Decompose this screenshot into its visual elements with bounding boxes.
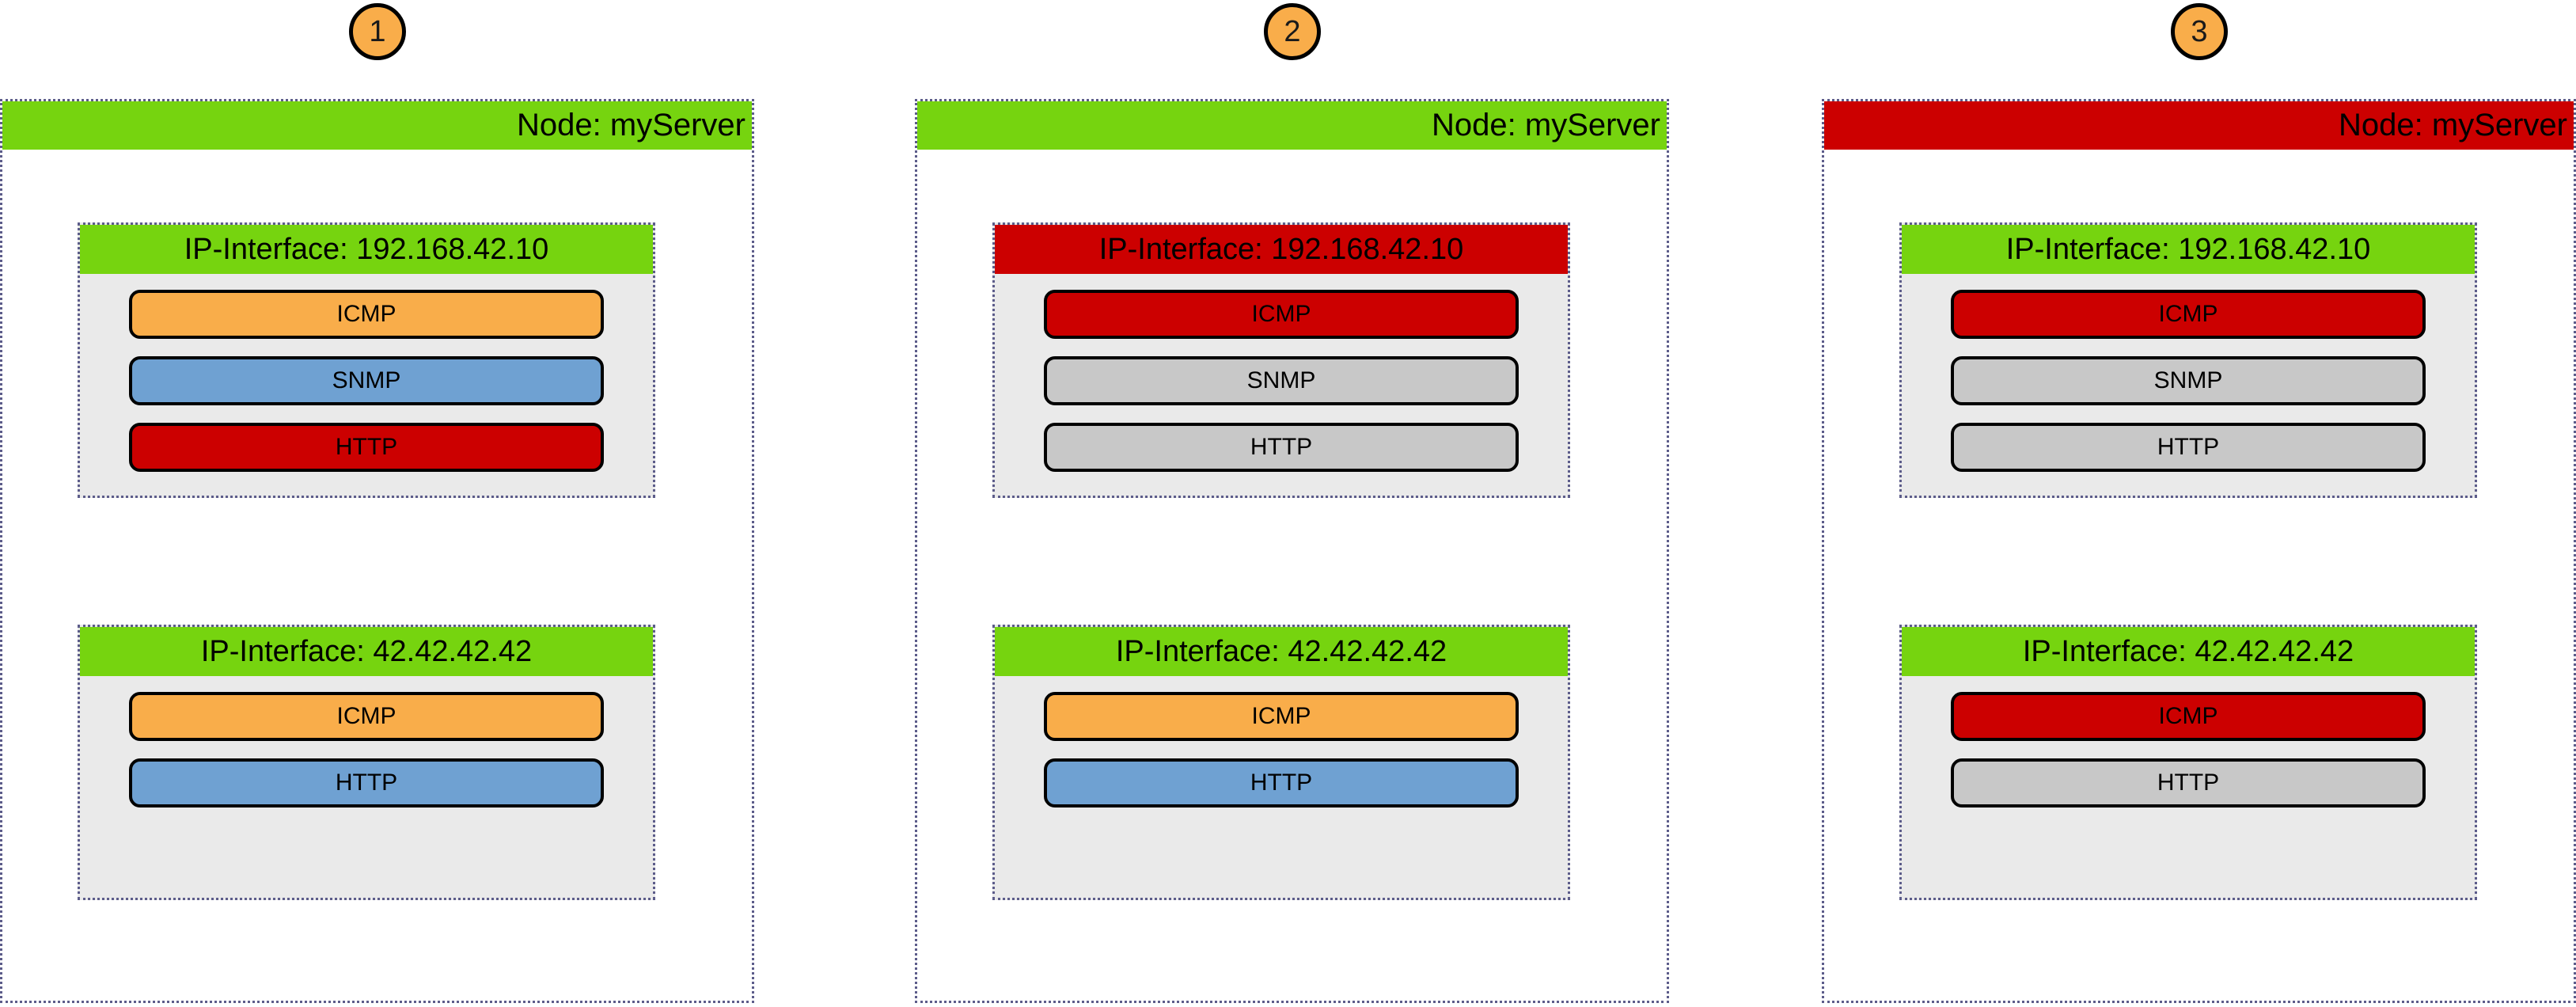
- ip-interface-header[interactable]: IP-Interface: 42.42.42.42: [80, 627, 653, 676]
- service-pill[interactable]: ICMP: [1951, 692, 2426, 741]
- service-pill[interactable]: ICMP: [1044, 692, 1519, 741]
- node-header[interactable]: Node: myServer: [917, 101, 1667, 150]
- service-list: ICMP HTTP: [995, 676, 1568, 808]
- ip-interface-header[interactable]: IP-Interface: 42.42.42.42: [995, 627, 1568, 676]
- ip-interface-header[interactable]: IP-Interface: 192.168.42.10: [80, 225, 653, 274]
- service-pill[interactable]: SNMP: [1951, 356, 2426, 405]
- ip-interface-header[interactable]: IP-Interface: 192.168.42.10: [1902, 225, 2475, 274]
- service-list: ICMP HTTP: [80, 676, 653, 808]
- step-badge: 2: [1264, 3, 1321, 60]
- service-pill[interactable]: ICMP: [1951, 290, 2426, 339]
- service-pill[interactable]: HTTP: [1951, 423, 2426, 472]
- service-pill[interactable]: HTTP: [1044, 423, 1519, 472]
- service-pill[interactable]: SNMP: [129, 356, 604, 405]
- step-badge: 3: [2171, 3, 2228, 60]
- service-list: ICMP SNMP HTTP: [995, 274, 1568, 472]
- service-pill[interactable]: HTTP: [129, 423, 604, 472]
- service-pill[interactable]: ICMP: [1044, 290, 1519, 339]
- service-pill[interactable]: ICMP: [129, 290, 604, 339]
- ip-interface-header[interactable]: IP-Interface: 42.42.42.42: [1902, 627, 2475, 676]
- service-pill[interactable]: SNMP: [1044, 356, 1519, 405]
- ip-interface-header[interactable]: IP-Interface: 192.168.42.10: [995, 225, 1568, 274]
- service-list: ICMP HTTP: [1902, 676, 2475, 808]
- service-pill[interactable]: HTTP: [129, 758, 604, 808]
- service-list: ICMP SNMP HTTP: [80, 274, 653, 472]
- node-header[interactable]: Node: myServer: [1824, 101, 2574, 150]
- service-list: ICMP SNMP HTTP: [1902, 274, 2475, 472]
- service-pill[interactable]: HTTP: [1951, 758, 2426, 808]
- service-pill[interactable]: ICMP: [129, 692, 604, 741]
- service-pill[interactable]: HTTP: [1044, 758, 1519, 808]
- step-badge: 1: [349, 3, 406, 60]
- node-header[interactable]: Node: myServer: [2, 101, 752, 150]
